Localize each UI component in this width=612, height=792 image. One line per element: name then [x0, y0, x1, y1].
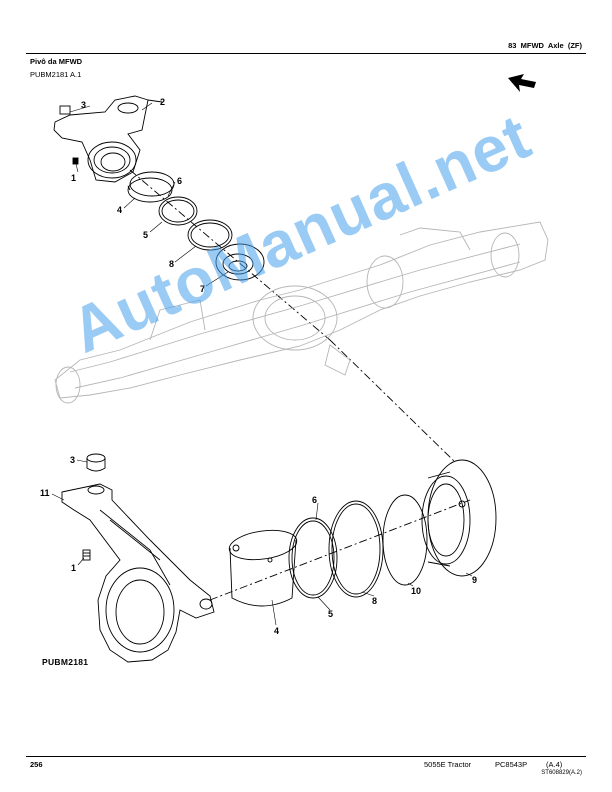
callout-8-lower: 8 [372, 596, 378, 606]
callout-1-lower: 1 [71, 563, 77, 573]
footer-revision: ST608829(A.2) [541, 770, 582, 776]
footer-catalog: PC8543P [495, 760, 528, 769]
page-heading: Pivô da MFWD [30, 57, 83, 66]
callout-9: 9 [472, 575, 478, 585]
callout-6-lower: 6 [312, 495, 318, 505]
callout-3-upper: 3 [81, 100, 87, 110]
figure-label: PUBM2181 [42, 657, 89, 667]
reference-code: PUBM2181 A.1 [30, 70, 82, 79]
callout-8-upper: 8 [169, 259, 175, 269]
footer-catalog-suffix: (A.4) [546, 760, 563, 769]
section-title: 83 MFWD Axle (ZF) [508, 41, 582, 50]
header-divider [26, 53, 586, 54]
callout-11: 11 [40, 488, 50, 498]
callout-4-upper: 4 [117, 205, 123, 215]
page-number: 256 [30, 760, 43, 769]
arrow-left-icon [508, 74, 536, 92]
callout-2: 2 [160, 97, 166, 107]
callout-4-lower: 4 [274, 626, 280, 636]
callout-5-lower: 5 [328, 609, 334, 619]
callout-6-upper: 6 [177, 176, 183, 186]
footer-model: 5055E Tractor [424, 760, 472, 769]
callout-1-upper: 1 [71, 173, 77, 183]
callout-7: 7 [200, 284, 206, 294]
callout-5-upper: 5 [143, 230, 149, 240]
footer-divider [26, 756, 586, 757]
callout-10: 10 [411, 586, 422, 596]
callout-3-lower: 3 [70, 455, 76, 465]
